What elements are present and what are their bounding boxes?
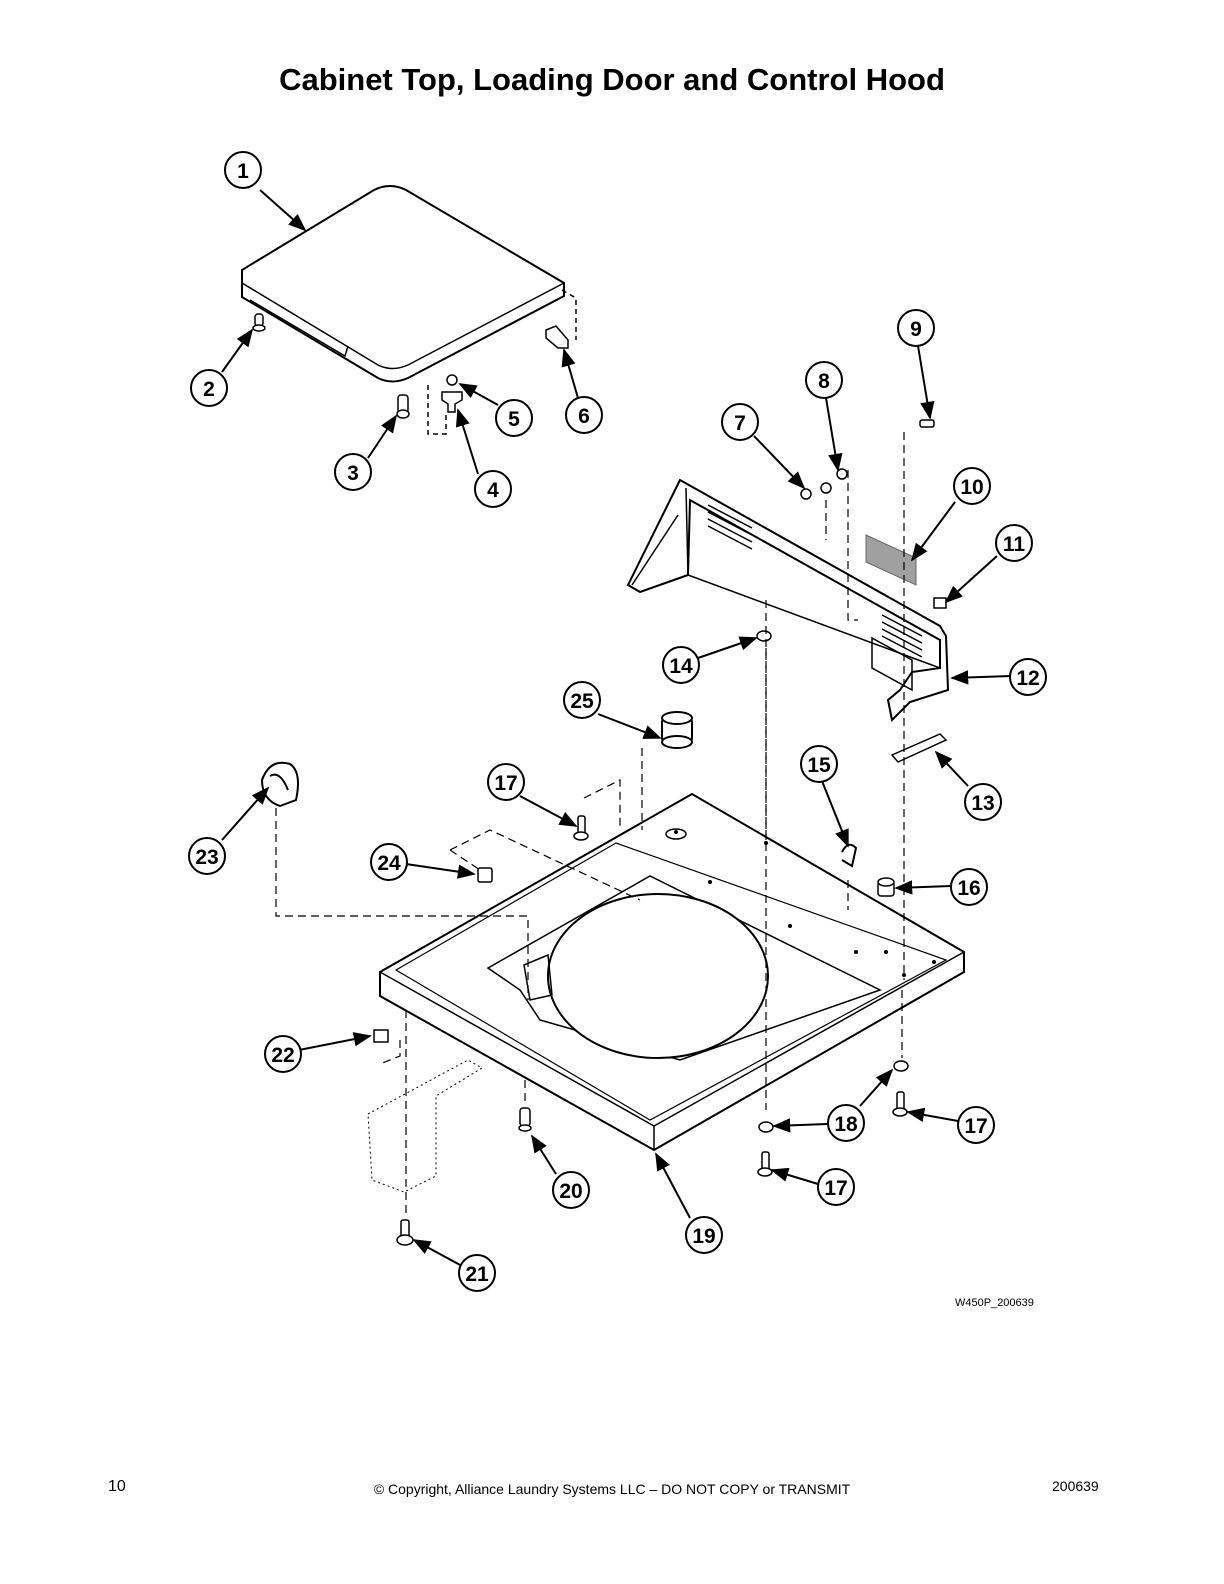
callout-14-label: 14: [669, 655, 693, 678]
door-bracket: [545, 289, 577, 349]
large-grommet: [661, 711, 693, 749]
control-hood: [626, 478, 950, 723]
page-number: 10: [108, 1478, 126, 1495]
callout-6: 6: [565, 396, 603, 434]
callout-15-label: 15: [807, 754, 831, 777]
callout-25-label: 25: [570, 690, 594, 713]
callout-17c: 17: [817, 1168, 855, 1206]
callout-25: 25: [563, 681, 601, 719]
leader-arrows: [221, 189, 1012, 1267]
fasteners: [396, 630, 909, 1246]
callout-11-label: 11: [1003, 533, 1026, 556]
callout-10-label: 10: [960, 476, 983, 499]
callout-8-label: 8: [818, 370, 830, 393]
callout-9: 9: [897, 309, 935, 347]
callout-17b: 17: [957, 1106, 995, 1144]
callout-24-label: 24: [377, 852, 401, 875]
loading-door: [241, 185, 565, 383]
callout-21-label: 21: [465, 1263, 489, 1286]
callout-4: 4: [474, 470, 512, 508]
callout-17a: 17: [487, 763, 525, 801]
callout-1: 1: [224, 151, 262, 189]
callout-6-label: 6: [578, 405, 590, 428]
phantom-support: [367, 1059, 483, 1193]
callout-1-label: 1: [237, 160, 249, 183]
callout-12-label: 12: [1016, 667, 1039, 690]
hood-strap: [890, 733, 948, 763]
callout-7-label: 7: [734, 412, 746, 435]
wire-clip: [841, 843, 858, 868]
callout-17c-label: 17: [824, 1177, 847, 1200]
callout-2: 2: [190, 369, 228, 407]
callout-18a: 18: [827, 1104, 865, 1142]
callouts: 1 2 3 4 5 6 7 8 9 10 11 12 13 14 15 16 1…: [188, 151, 1047, 1292]
door-spring: [396, 394, 410, 419]
callout-13-label: 13: [971, 792, 994, 815]
callout-17b-label: 17: [964, 1115, 987, 1138]
callout-24: 24: [370, 843, 408, 881]
cabinet-top: [379, 792, 965, 1152]
diagram-reference-code: W450P_200639: [955, 1297, 1034, 1309]
callout-20-label: 20: [559, 1180, 582, 1203]
callout-22: 22: [264, 1035, 302, 1073]
callout-16-label: 16: [957, 877, 980, 900]
callout-13: 13: [964, 783, 1002, 821]
callout-15: 15: [800, 745, 838, 783]
hood-hardware: [800, 419, 935, 500]
callout-21: 21: [458, 1254, 496, 1292]
callout-22-label: 22: [271, 1044, 294, 1067]
callout-20: 20: [552, 1171, 590, 1209]
callout-5-label: 5: [508, 408, 520, 431]
callout-23-label: 23: [195, 846, 218, 869]
callout-17a-label: 17: [494, 772, 517, 795]
hood-clip: [933, 597, 947, 609]
callout-8: 8: [805, 361, 843, 399]
callout-18a-label: 18: [834, 1113, 858, 1136]
callout-3: 3: [334, 453, 372, 491]
callout-23: 23: [188, 837, 226, 875]
hinge-assembly: [427, 374, 463, 435]
callout-19-label: 19: [692, 1225, 715, 1248]
callout-12: 12: [1009, 658, 1047, 696]
document-code: 200639: [1052, 1478, 1099, 1494]
callout-5: 5: [495, 399, 533, 437]
callout-4-label: 4: [487, 479, 499, 502]
callout-16: 16: [950, 868, 988, 906]
callout-14: 14: [662, 646, 700, 684]
hood-label: [865, 534, 917, 586]
door-pin: [252, 313, 266, 332]
callout-7: 7: [721, 403, 759, 441]
side-bracket: [373, 1029, 389, 1043]
copyright-notice: © Copyright, Alliance Laundry Systems LL…: [373, 1481, 851, 1497]
callout-19: 19: [685, 1216, 723, 1254]
page-title: Cabinet Top, Loading Door and Control Ho…: [279, 62, 945, 97]
callout-10: 10: [953, 467, 991, 505]
callout-2-label: 2: [203, 378, 215, 401]
top-clip: [477, 867, 493, 883]
callout-11: 11: [995, 524, 1033, 562]
small-grommet: [877, 877, 895, 897]
callout-3-label: 3: [347, 462, 359, 485]
knob: [260, 761, 299, 808]
callout-9-label: 9: [910, 318, 922, 341]
